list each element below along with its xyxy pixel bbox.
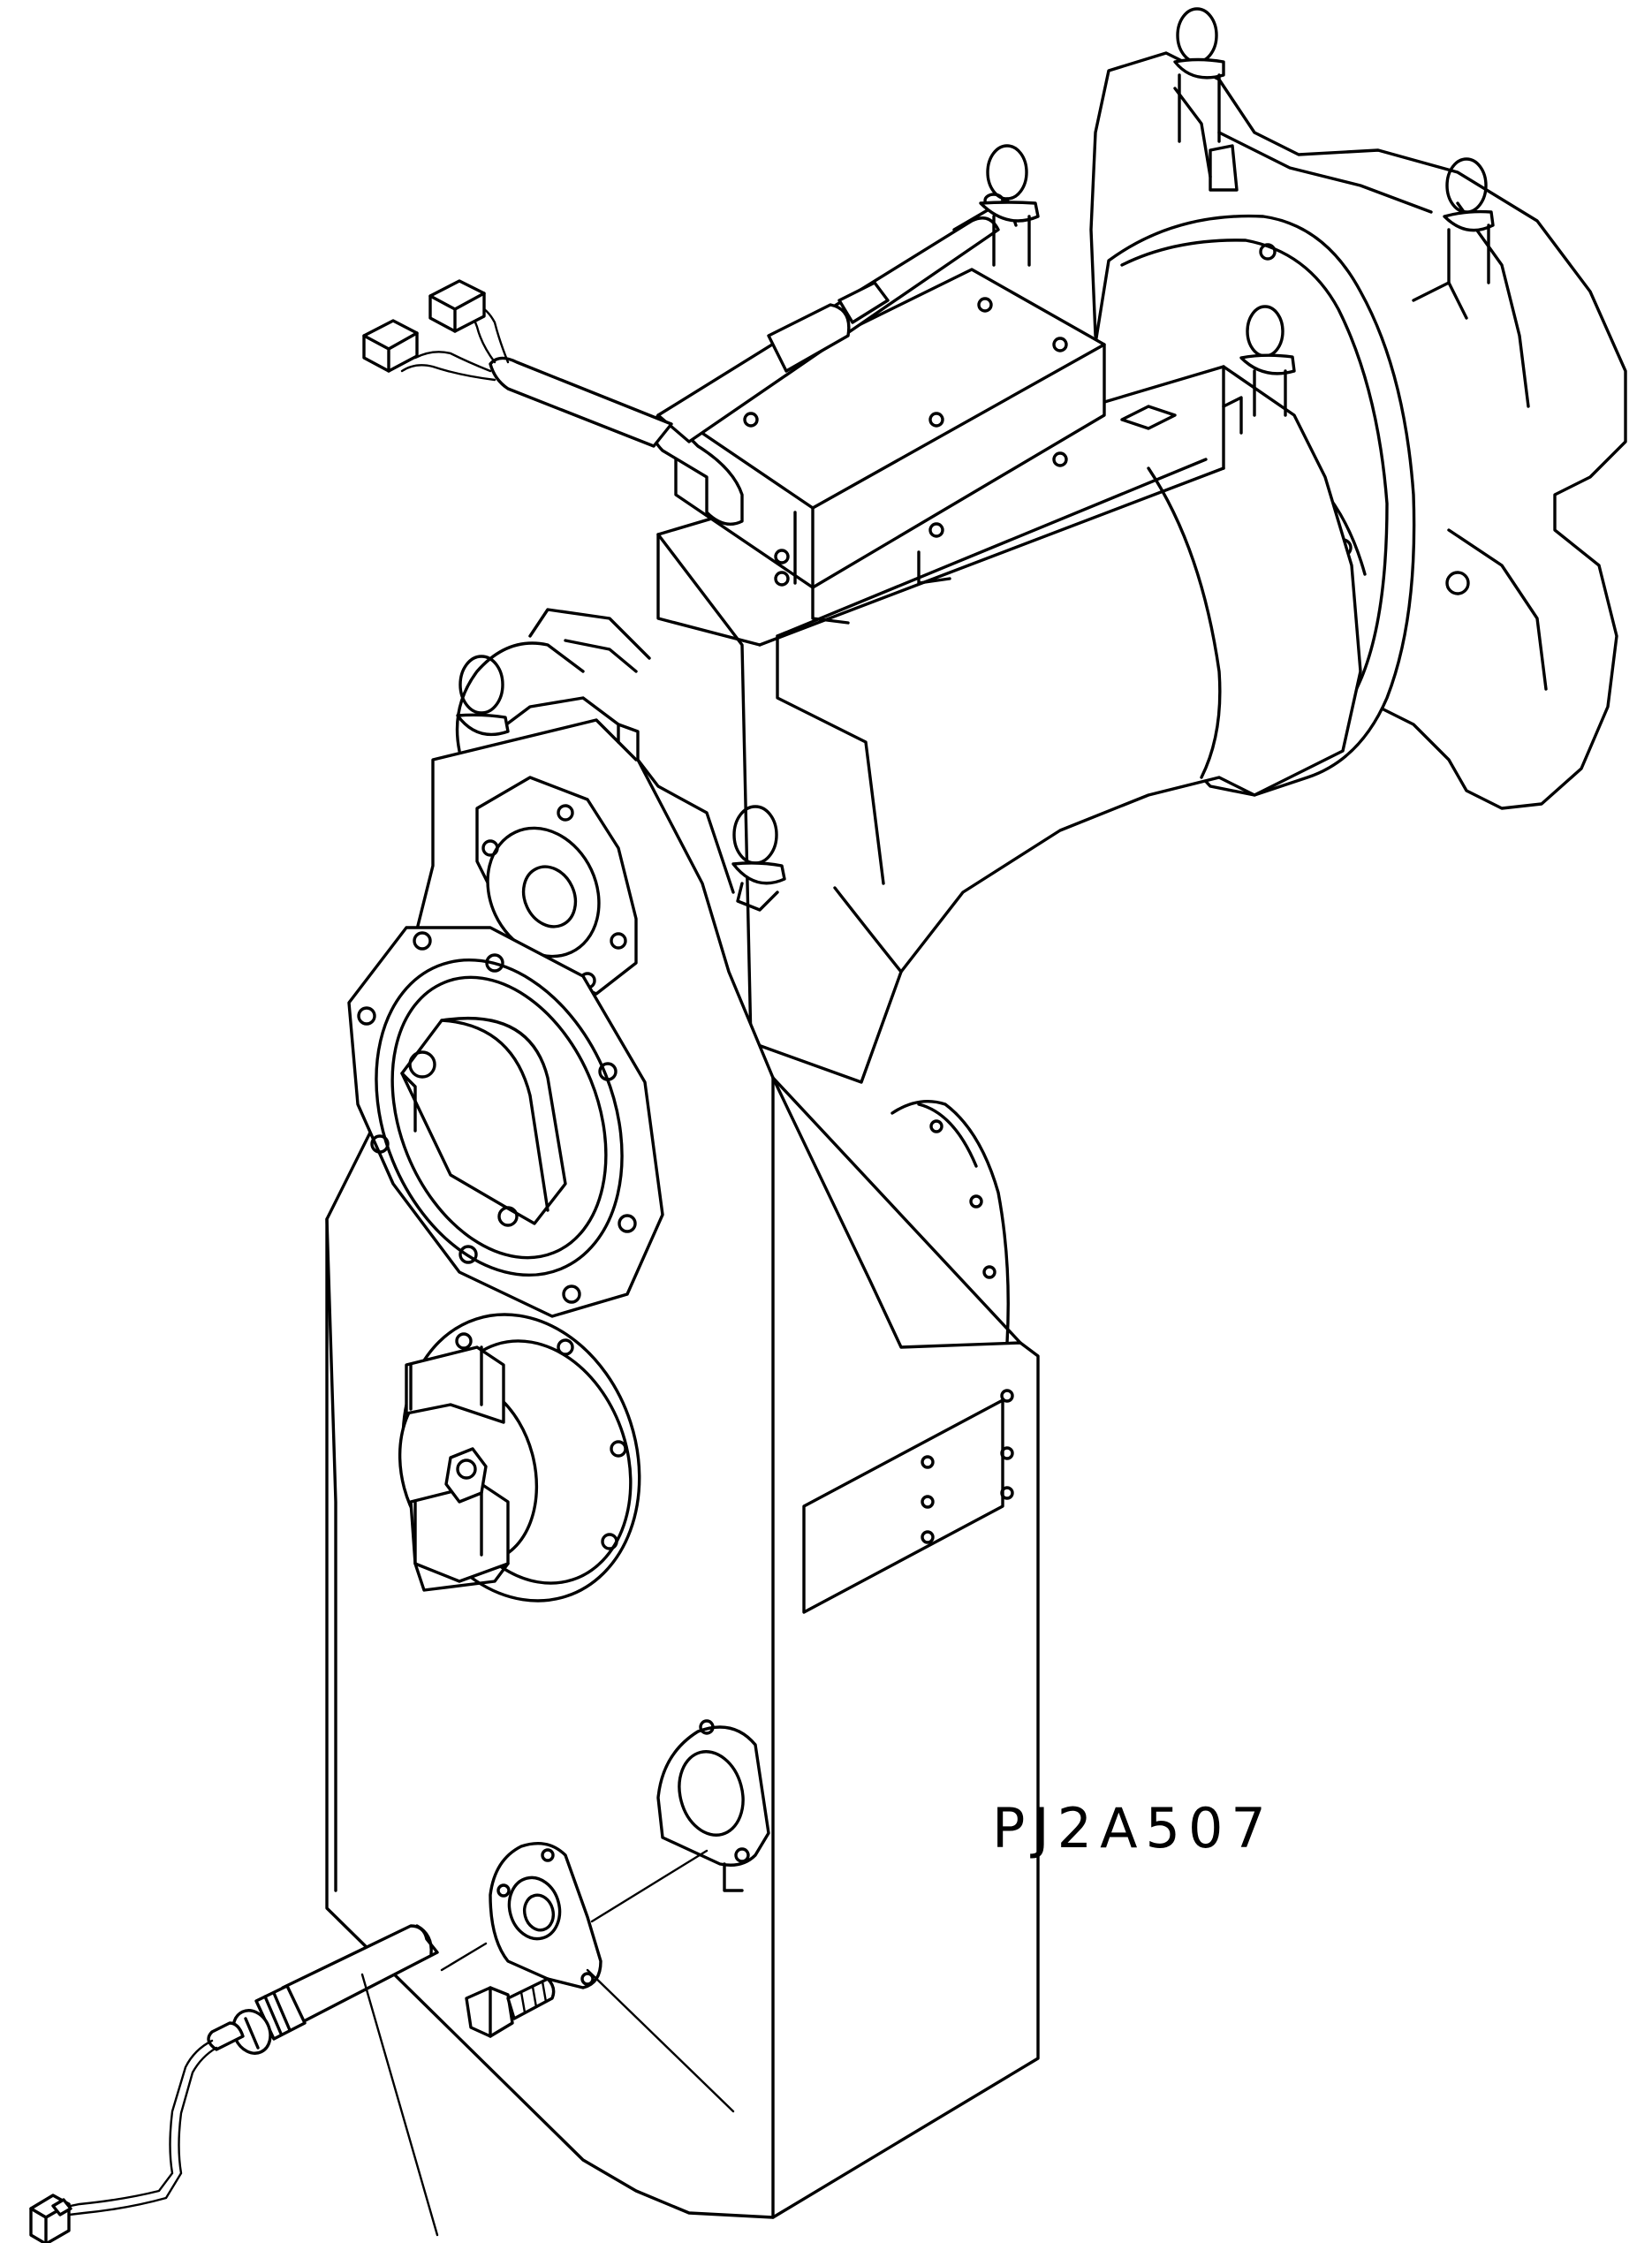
- lifting-eye-rear-top: [1173, 7, 1225, 143]
- speed-sensor: [56, 1924, 439, 2217]
- output-flange: [398, 1313, 641, 1603]
- leader-lines: [360, 1968, 735, 2237]
- connector-upper: [428, 279, 486, 333]
- lifting-eye-side-left: [456, 655, 510, 737]
- octagonal-flange: [347, 926, 664, 1318]
- lifting-eye-valve-right: [1239, 305, 1296, 417]
- converter-lower-lobe: [890, 1099, 1010, 1345]
- lifting-eye-front-top: [979, 144, 1040, 267]
- sensor-boss: [656, 1719, 770, 1892]
- lifting-eye-side-center: [731, 805, 786, 912]
- mounting-bolt: [465, 1977, 556, 2038]
- drawing-code-label: PJ2A507: [992, 1796, 1274, 1860]
- pump-mount-flange: [475, 776, 638, 996]
- assembly-centerline: [440, 1849, 709, 1972]
- nameplate: [802, 1389, 1014, 1614]
- connector-lower: [362, 319, 419, 373]
- control-valve: [674, 268, 1106, 625]
- sensor-connector: [29, 2194, 72, 2243]
- solenoid-tube: [650, 193, 1018, 526]
- lifting-eye-rear-right: [1443, 157, 1495, 284]
- sensor-gasket: [489, 1842, 602, 1989]
